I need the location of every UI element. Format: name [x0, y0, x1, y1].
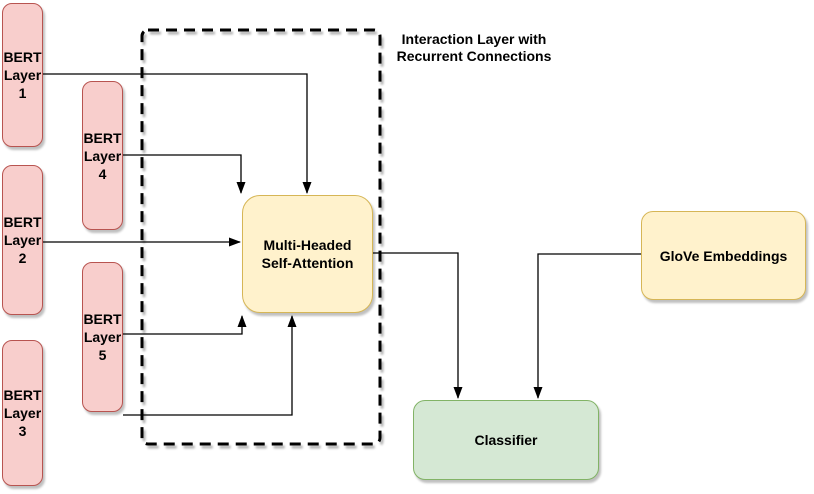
node-bert-layer-1-label: BERT Layer 1	[3, 49, 42, 101]
node-classifier: Classifier	[413, 400, 599, 480]
edge-glove-to-classifier	[533, 253, 641, 399]
node-bert-layer-4-label: BERT Layer 4	[83, 129, 122, 182]
node-multi-headed-self-attention-label: Multi-Headed Self-Attention	[261, 237, 354, 271]
node-glove-embeddings-label: GloVe Embeddings	[659, 247, 788, 264]
node-bert-layer-2-label: BERT Layer 2	[3, 214, 42, 266]
node-bert-layer-3-label: BERT Layer 3	[3, 387, 42, 439]
edge-attention-to-classifier	[373, 252, 463, 399]
node-classifier-label: Classifier	[474, 432, 538, 448]
node-bert-layer-2: BERT Layer 2	[2, 165, 43, 315]
edge-bert-layer-3-to-attention	[123, 315, 297, 416]
node-bert-layer-3: BERT Layer 3	[2, 340, 43, 486]
node-bert-layer-1: BERT Layer 1	[2, 3, 43, 147]
interaction-layer-title: Interaction Layer with Recurrent Connect…	[396, 31, 552, 64]
node-bert-layer-5-label: BERT Layer 5	[83, 311, 122, 363]
edge-bert-layer-5-to-attention	[123, 315, 247, 335]
node-multi-headed-self-attention: Multi-Headed Self-Attention	[242, 195, 373, 313]
edge-bert-layer-4-to-attention	[123, 154, 246, 194]
node-bert-layer-5: BERT Layer 5	[82, 262, 123, 412]
node-bert-layer-4: BERT Layer 4	[82, 81, 123, 230]
node-glove-embeddings: GloVe Embeddings	[641, 211, 806, 300]
